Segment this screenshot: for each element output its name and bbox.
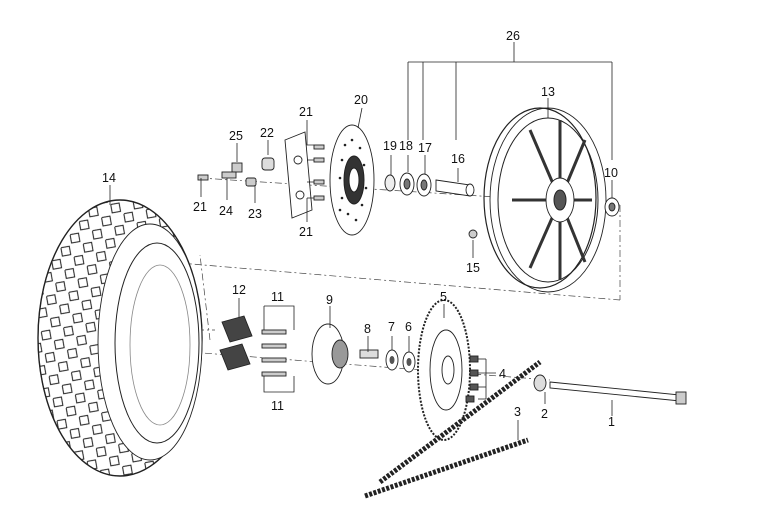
callout-18: 18 [399, 139, 413, 153]
brake-disc [329, 124, 375, 236]
leader-lines [109, 42, 613, 440]
callout-14: 14 [102, 171, 116, 185]
callout-24: 24 [219, 204, 233, 218]
axle [533, 374, 687, 405]
callout-7: 7 [388, 320, 395, 334]
callout-labels: 1 2 3 4 5 6 7 8 9 10 11 11 12 13 14 15 1… [102, 29, 618, 429]
callout-26: 26 [506, 29, 520, 43]
caliper-bracket [197, 131, 325, 219]
callout-16: 16 [451, 152, 465, 166]
callout-25: 25 [229, 129, 243, 143]
callout-21c: 21 [193, 200, 207, 214]
callout-19: 19 [383, 139, 397, 153]
callout-15: 15 [466, 261, 480, 275]
callout-12: 12 [232, 283, 246, 297]
hub-assembly [219, 315, 416, 385]
callout-23: 23 [248, 207, 262, 221]
callout-22: 22 [260, 126, 274, 140]
callout-11b: 11 [271, 399, 284, 413]
callout-9: 9 [326, 293, 333, 307]
callout-21b: 21 [299, 225, 313, 239]
tire [37, 199, 203, 477]
sprocket [417, 299, 479, 441]
callout-10: 10 [604, 166, 618, 180]
chain [364, 360, 542, 499]
callout-6: 6 [405, 320, 412, 334]
callout-4: 4 [499, 367, 506, 381]
callout-1: 1 [608, 415, 615, 429]
bearings-spacer [384, 172, 620, 239]
callout-20: 20 [354, 93, 368, 107]
callout-5: 5 [440, 290, 447, 304]
callout-8: 8 [364, 322, 371, 336]
callout-3: 3 [514, 405, 521, 419]
callout-11a: 11 [271, 290, 284, 304]
callout-13: 13 [541, 85, 555, 99]
callout-17: 17 [418, 141, 432, 155]
wheel-rim [483, 107, 607, 293]
callout-2: 2 [541, 407, 548, 421]
callout-21a: 21 [299, 105, 313, 119]
